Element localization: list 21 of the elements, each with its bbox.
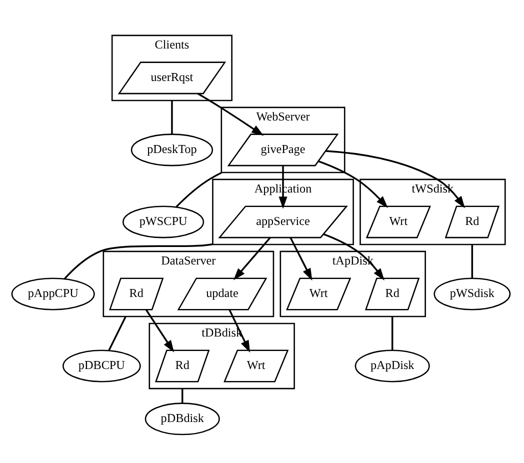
arrow xyxy=(290,237,312,281)
node-ellipse: pWSCPU xyxy=(122,206,204,238)
connector xyxy=(182,388,184,404)
connector xyxy=(176,172,222,208)
connector xyxy=(108,316,126,351)
arrow xyxy=(228,309,250,353)
arrow xyxy=(197,92,264,136)
node-ellipse: pApDisk xyxy=(354,350,430,382)
connector xyxy=(64,243,213,280)
arrow xyxy=(318,160,388,208)
node-ellipse: pDBCPU xyxy=(62,350,141,382)
arrow xyxy=(326,150,465,208)
connector xyxy=(171,100,173,134)
connector xyxy=(391,316,394,350)
node-ellipse: pDBdisk xyxy=(144,402,220,436)
connector xyxy=(471,244,474,278)
arrow xyxy=(145,309,174,352)
arrow xyxy=(233,237,271,280)
node-ellipse: pAppCPU xyxy=(11,278,95,310)
node-ellipse: pWSdisk xyxy=(434,278,511,310)
node-ellipse: pDeskTop xyxy=(130,134,214,166)
